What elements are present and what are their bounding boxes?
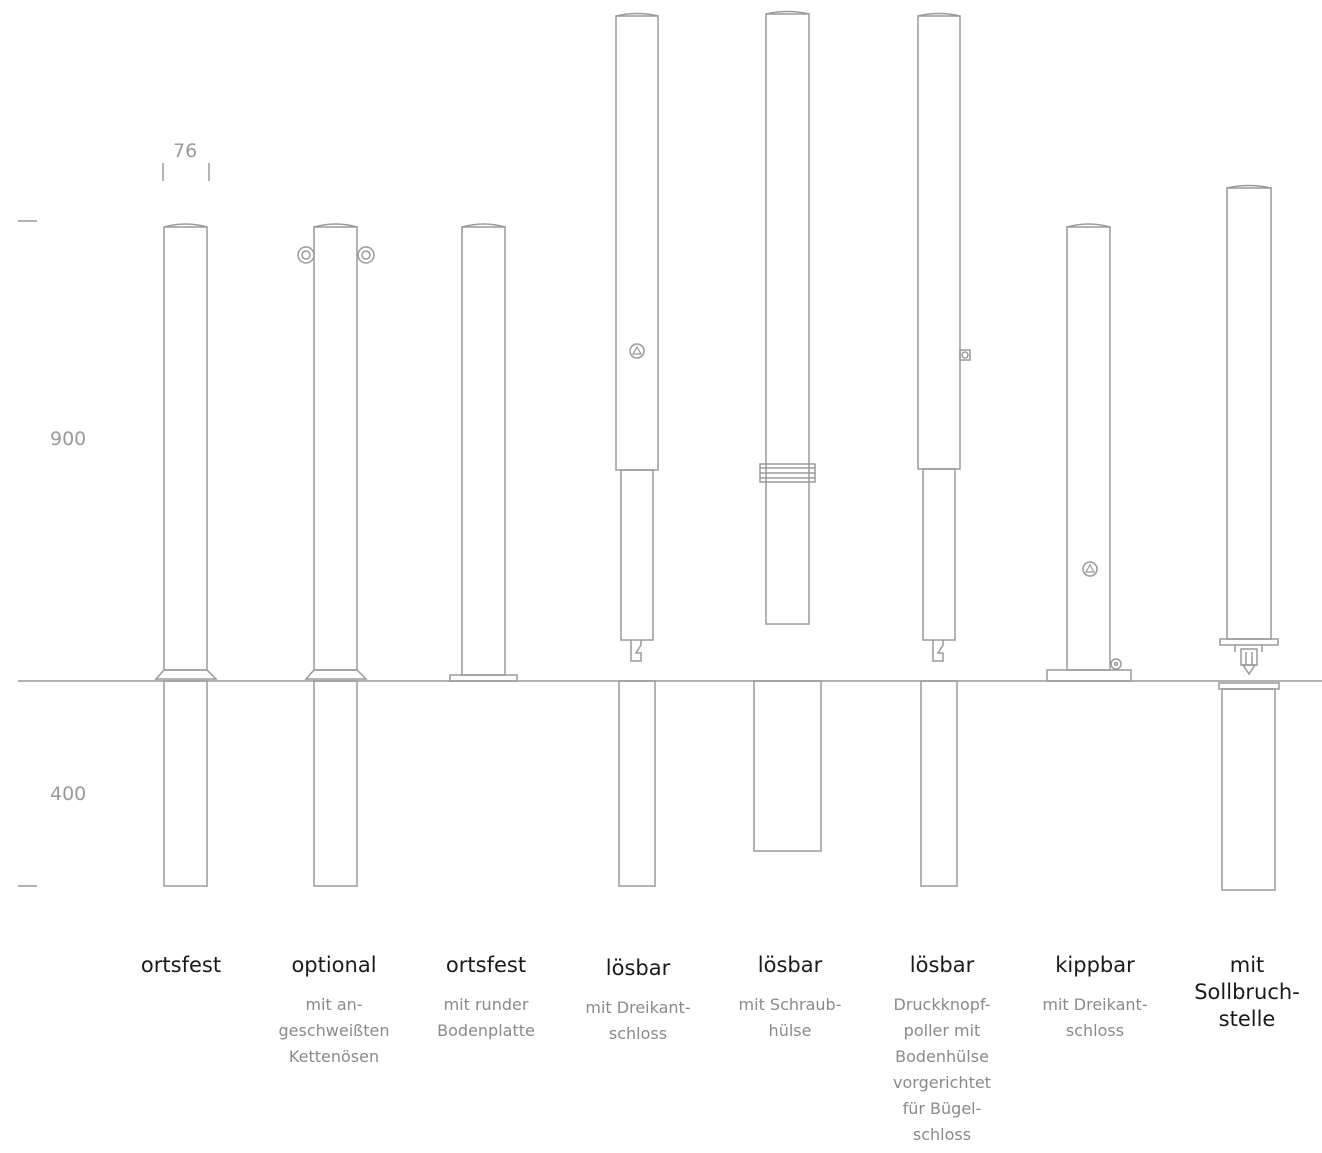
bollard-with-round-baseplate [449, 223, 518, 682]
triangle-lock-icon [1082, 561, 1098, 577]
width-dimension-label: 76 [173, 140, 198, 162]
push-button-lock-icon [959, 349, 971, 361]
hinge-icon [1110, 658, 1122, 670]
bollard-with-chain-eyes [297, 223, 375, 887]
caption-bollard-5: lösbar mit Schraub- hülse [715, 952, 865, 1044]
bollard-title: lösbar [909, 953, 975, 977]
caption-bollard-8: mit Sollbruch- stelle [1172, 952, 1322, 1046]
bollard-removable-screw-sleeve [753, 10, 822, 852]
bollard-title: ortsfest [445, 953, 527, 977]
bollard-tilting [1046, 223, 1132, 682]
bollard-description: mit Dreikant- schloss [1042, 995, 1148, 1040]
bollard-fixed-with-flange [154, 223, 218, 887]
bollard-title: optional [291, 953, 377, 977]
bollard-removable-triangle-lock [615, 12, 659, 887]
bollard-title: lösbar [757, 953, 823, 977]
bollard-title: ortsfest [140, 953, 222, 977]
above-ground-height-label: 900 [50, 428, 87, 450]
caption-bollard-4: lösbar mit Dreikant- schloss [563, 955, 713, 1047]
bollard-title: mit Sollbruch- stelle [1194, 953, 1300, 1031]
bollard-title: lösbar [605, 956, 671, 980]
caption-bollard-3: ortsfest mit runder Bodenplatte [411, 952, 561, 1044]
caption-bollard-1: ortsfest [106, 952, 256, 992]
bollard-description: mit an- geschweißten Kettenösen [278, 995, 390, 1066]
bollard-description: mit Schraub- hülse [738, 995, 842, 1040]
bollard-title: kippbar [1055, 953, 1135, 977]
caption-bollard-6: lösbar Druckknopf- poller mit Bodenhülse… [867, 952, 1017, 1148]
bollard-description: mit runder Bodenplatte [437, 995, 535, 1040]
chain-eye-left [297, 246, 315, 264]
bollard-breakaway [1218, 184, 1280, 891]
triangle-lock-icon [629, 343, 645, 359]
bollard-removable-push-button [917, 12, 971, 887]
caption-bollard-2: optional mit an- geschweißten Kettenösen [259, 952, 409, 1070]
chain-eye-right [357, 246, 375, 264]
bollard-description: mit Dreikant- schloss [585, 998, 691, 1043]
bollard-description: Druckknopf- poller mit Bodenhülse vorger… [893, 995, 991, 1144]
below-ground-depth-label: 400 [50, 783, 87, 805]
caption-bollard-7: kippbar mit Dreikant- schloss [1020, 952, 1170, 1044]
